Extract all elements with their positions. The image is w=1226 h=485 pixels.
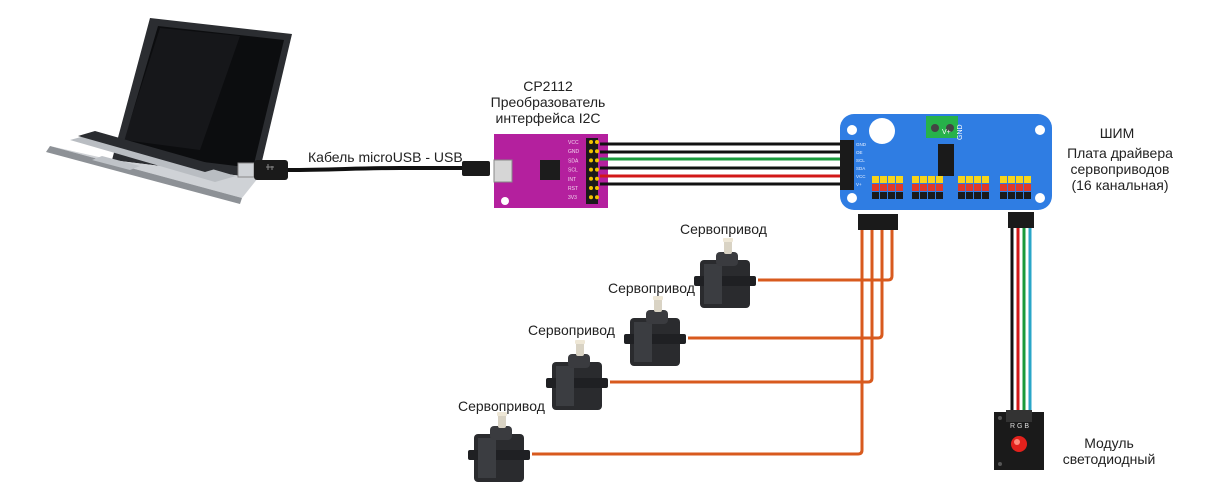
- usb-cable: [287, 166, 476, 172]
- pwm-output-header-group: [872, 176, 903, 199]
- servo-motor-icon: [694, 238, 756, 308]
- cp2112-subtitle-2: интерфейса I2C: [495, 110, 601, 126]
- cp2112-pin-label: GND: [568, 149, 580, 155]
- servo-label-1: Сервопривод: [680, 221, 767, 237]
- pwm-output-header-group: [958, 176, 989, 199]
- cp2112-pin: [589, 149, 593, 154]
- pwm-pin-label: GND: [856, 142, 867, 147]
- pwm-label: Плата драйвера сервоприводов (16 канальн…: [1060, 145, 1180, 193]
- pwm-pin-label: SCL: [856, 158, 865, 163]
- cp2112-pin: [595, 195, 599, 200]
- cp2112-pin: [589, 195, 593, 200]
- pwm-pin-label: VCC: [856, 174, 866, 179]
- rgb-led-module-icon: [994, 410, 1044, 470]
- pwm-output-header-group: [912, 176, 943, 199]
- microusb-plug: [462, 161, 490, 176]
- servo-cable: [688, 230, 884, 340]
- servo-label-2: Сервопривод: [608, 280, 695, 296]
- pwm-line-1: Плата драйвера: [1067, 145, 1173, 161]
- cp2112-subtitle-1: Преобразователь: [490, 94, 606, 110]
- cp2112-title: CP2112: [523, 78, 573, 94]
- cp2112-label: CP2112 Преобразователь интерфейса I2C: [480, 78, 616, 126]
- servo-connectors: [858, 214, 898, 230]
- servo-motor-icon: [468, 412, 530, 482]
- cp2112-board: [493, 134, 608, 208]
- cp2112-pin-label: SDA: [568, 158, 579, 164]
- servo-label-3: Сервопривод: [528, 322, 615, 338]
- servo-cable: [610, 230, 874, 384]
- led-line-1: Модуль: [1084, 435, 1134, 451]
- pwm-title: ШИМ: [1099, 125, 1135, 141]
- led-line-2: светодиодный: [1062, 451, 1156, 467]
- cp2112-pin: [595, 149, 599, 154]
- pwm-pin-label: V+: [856, 182, 862, 187]
- pwm-terminal-vplus: V+: [942, 129, 951, 136]
- cp2112-pin-label: RST: [568, 186, 578, 192]
- pwm-pin-label: OE: [856, 150, 863, 155]
- servo-cable: [758, 230, 894, 282]
- usb-cable-label: Кабель microUSB - USB: [308, 149, 463, 165]
- rgb-wires: [1008, 212, 1034, 410]
- servo-motor-icon: [624, 296, 686, 366]
- pwm-line-2: сервоприводов: [1070, 161, 1170, 177]
- usb-plug-icon: [237, 160, 288, 180]
- cp2112-pin: [595, 176, 599, 181]
- servo-label-4: Сервопривод: [458, 398, 545, 414]
- cp2112-pin: [595, 186, 599, 190]
- led-module-label: Модуль светодиодный: [1054, 435, 1164, 467]
- cp2112-pin: [595, 158, 599, 163]
- cp2112-pin-label: VCC: [568, 140, 579, 146]
- cp2112-pin-label: 3V3: [568, 195, 577, 201]
- cp2112-pin-label: SCL: [568, 168, 578, 174]
- pwm-line-3: (16 канальная): [1071, 177, 1169, 193]
- cp2112-pin: [589, 167, 593, 172]
- led-pin-labels: R G B: [1010, 423, 1029, 430]
- pwm-terminal-gnd: GND: [957, 124, 964, 140]
- cp2112-pin: [595, 140, 599, 144]
- laptop-icon: [46, 18, 292, 204]
- cp2112-pin: [589, 140, 593, 144]
- servo-cable: [532, 230, 864, 456]
- cp2112-pin: [589, 158, 593, 163]
- cp2112-pin: [589, 186, 593, 190]
- i2c-wires: [600, 142, 852, 186]
- pwm-pin-label: SDA: [856, 166, 865, 171]
- pwm-output-header-group: [1000, 176, 1031, 199]
- cp2112-pin: [595, 167, 599, 172]
- cp2112-pin-label: INT: [568, 177, 576, 183]
- cp2112-pin: [589, 176, 593, 181]
- servo-motor-icon: [546, 340, 608, 410]
